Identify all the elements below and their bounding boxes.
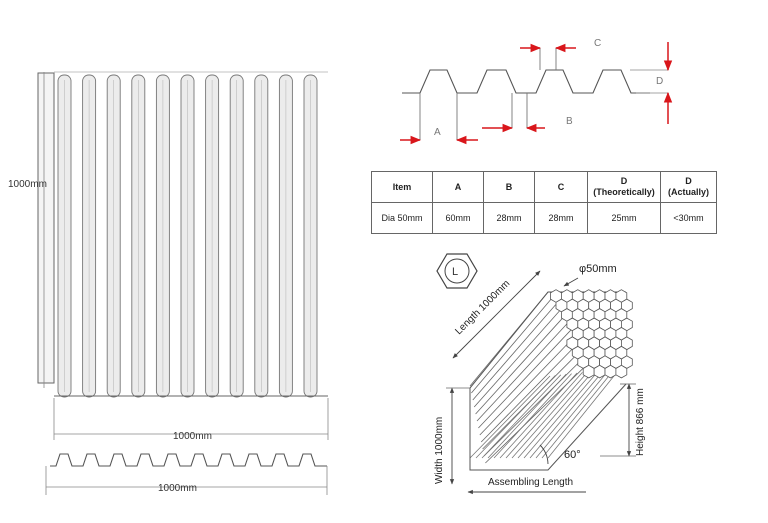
assembly-view: L φ50mm Length 1000mm Height 866 mm Widt… <box>434 253 646 495</box>
front-width-dimension: 1000mm <box>53 398 329 442</box>
profile-label-b: B <box>566 116 573 127</box>
corrugation-ridges <box>54 71 328 398</box>
profile-detail: C D A B <box>400 38 673 145</box>
assembling-length-label: Assembling Length <box>488 477 573 488</box>
hex-symbol-icon: L <box>436 253 478 289</box>
cell-item: Dia 50mm <box>371 202 433 234</box>
cell-d-actual: <30mm <box>660 202 717 234</box>
cell-d-theoretical: 25mm <box>587 202 661 234</box>
hex-symbol-letter: L <box>452 266 458 278</box>
front-width-label: 1000mm <box>173 431 212 442</box>
spec-table-row: Dia 50mm 60mm 28mm 28mm 25mm <30mm <box>371 202 717 234</box>
diameter-label: φ50mm <box>579 263 617 275</box>
sheet-left-edge <box>37 72 55 384</box>
header-item: Item <box>371 171 433 203</box>
width-label: Width 1000mm <box>434 417 445 484</box>
header-a: A <box>432 171 484 203</box>
front-height-dimension: 1000mm <box>8 72 47 388</box>
edge-profile-line <box>50 453 327 467</box>
edge-view: 1000mm <box>45 453 328 495</box>
profile-wave-inner <box>419 48 557 140</box>
front-height-label: 1000mm <box>8 179 47 190</box>
hexagon-cell-face <box>550 289 633 379</box>
height-label: Height 866 mm <box>635 388 646 456</box>
profile-wave-line <box>402 69 650 94</box>
cell-c: 28mm <box>534 202 588 234</box>
cell-b: 28mm <box>483 202 535 234</box>
header-c: C <box>534 171 588 203</box>
angle-arc <box>539 444 549 465</box>
header-d-actual: D(Actually) <box>660 171 717 203</box>
profile-label-a: A <box>434 127 441 138</box>
edge-width-label: 1000mm <box>158 483 197 494</box>
profile-label-c: C <box>594 38 601 49</box>
front-view-sheet <box>37 71 328 398</box>
header-d-theoretical: D(Theoretically) <box>587 171 661 203</box>
spec-table-header-row: Item A B C D(Theoretically) D(Actually) <box>371 171 717 203</box>
spec-table: Item A B C D(Theoretically) D(Actually) … <box>371 171 717 234</box>
cell-a: 60mm <box>432 202 484 234</box>
header-b: B <box>483 171 535 203</box>
angle-label: 60° <box>564 449 581 461</box>
profile-label-d: D <box>656 76 663 87</box>
